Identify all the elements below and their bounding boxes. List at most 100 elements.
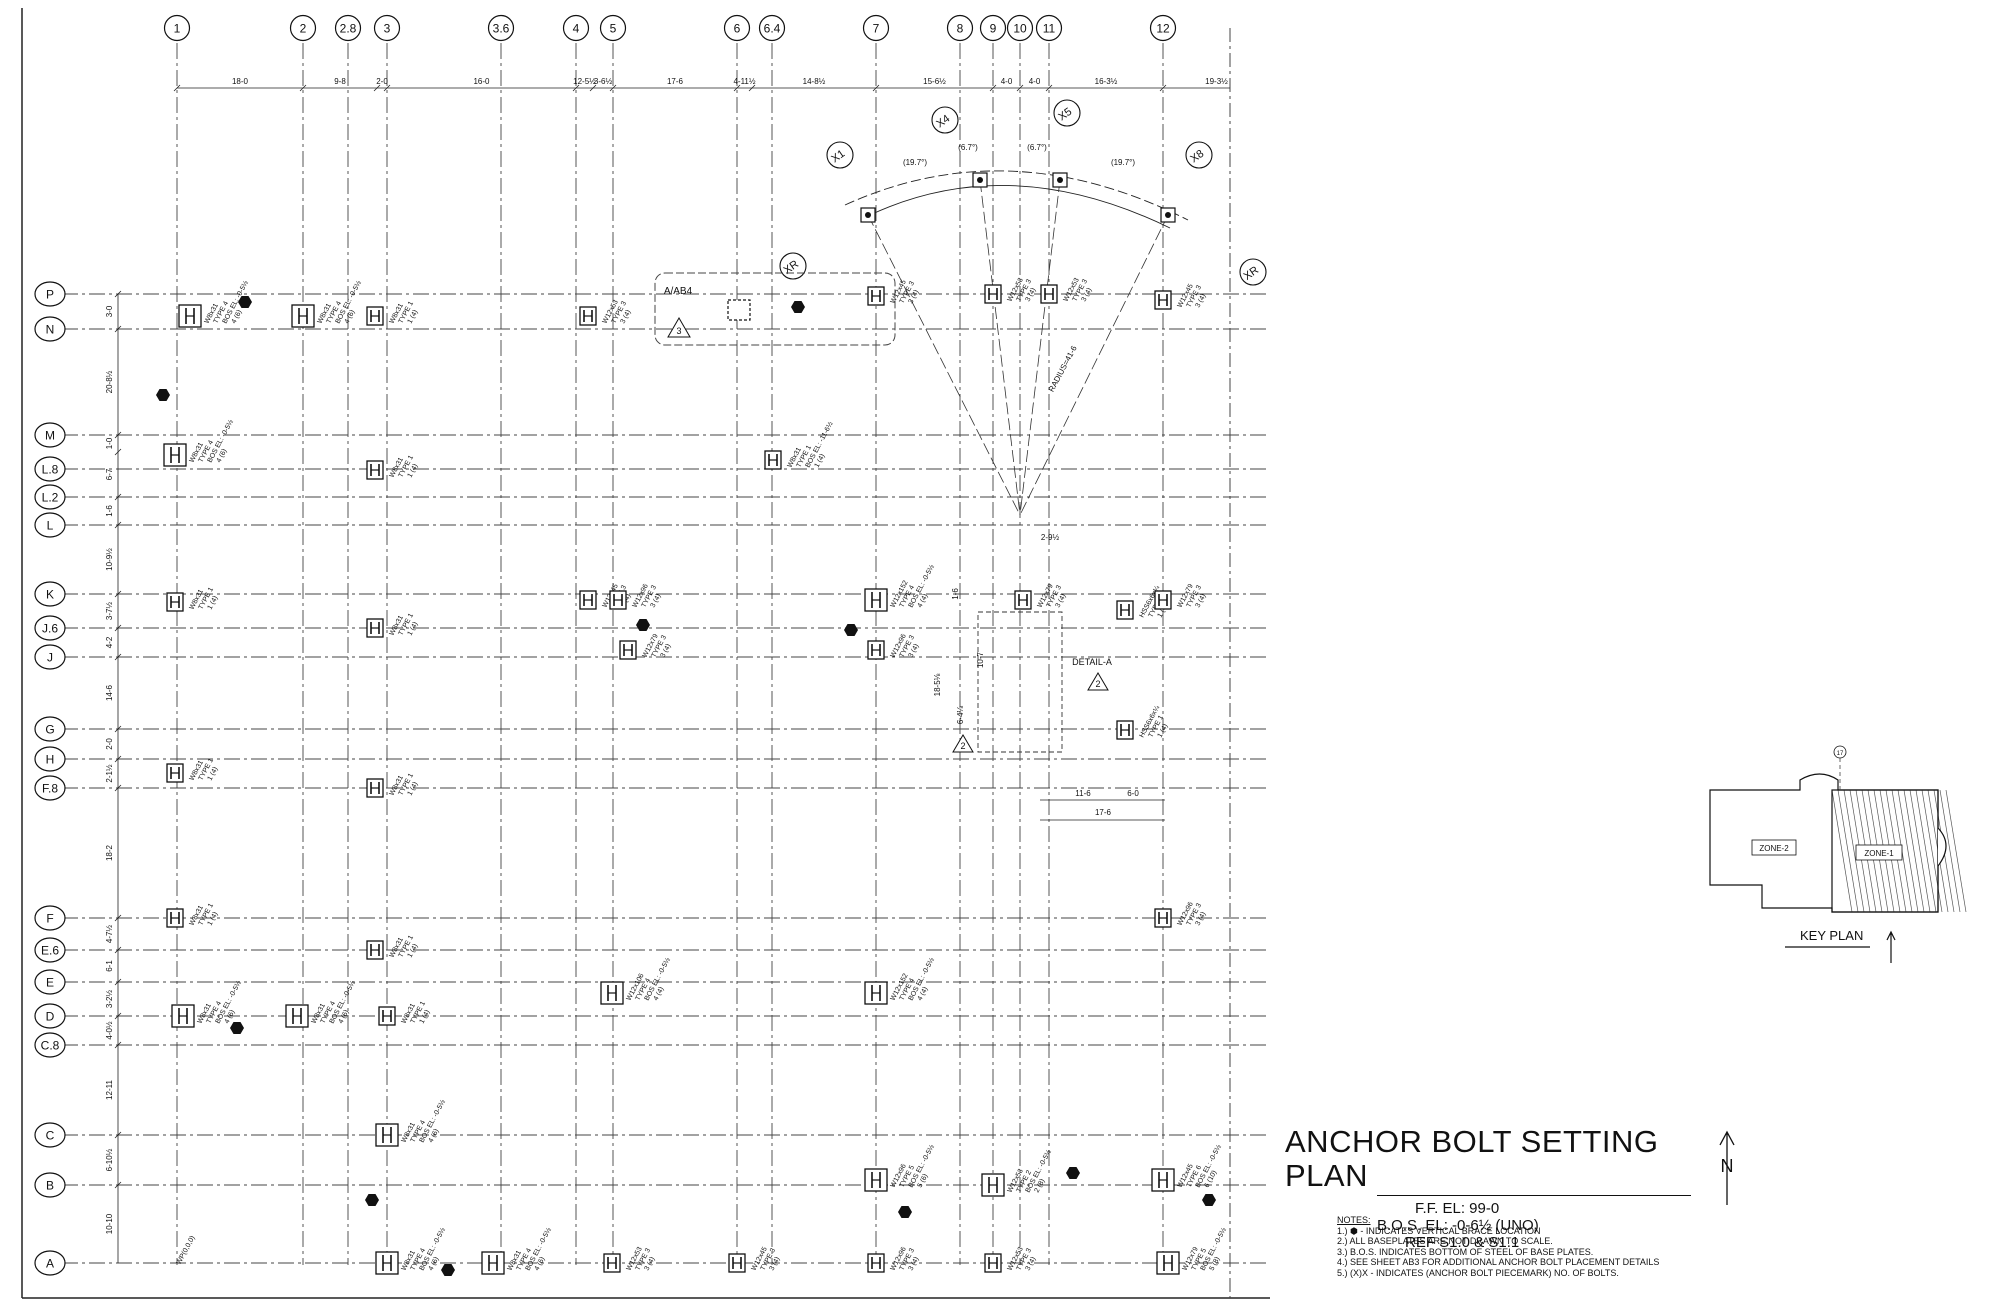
detail-dim: 18-5⅛ [933, 673, 942, 696]
row-label: K [46, 588, 54, 602]
arc-dim-value: (19.7°) [903, 158, 927, 167]
detail-dim: 2-9½ [1041, 533, 1060, 542]
top-dim-value: 17-6 [667, 77, 684, 86]
left-dim-value: 3-0 [105, 305, 114, 317]
row-bubble [34, 969, 66, 995]
radial-line [979, 179, 1021, 516]
brace-hex-icon [636, 618, 650, 632]
row-label: F [46, 912, 53, 926]
row-bubble [34, 775, 66, 801]
dim-tick [114, 784, 122, 792]
column-label: 7 [873, 22, 880, 36]
column-label: 6 [734, 22, 741, 36]
title-underline [1377, 1195, 1691, 1197]
top-dim-value: 2-0 [376, 77, 388, 86]
drawing-title: ANCHOR BOLT SETTING PLAN [1285, 1124, 1659, 1194]
row-bubble [34, 1172, 66, 1198]
hatch-line [1903, 789, 1925, 913]
row-bubble [34, 422, 66, 448]
hatch-line [1831, 789, 1853, 913]
column-bubble [373, 14, 401, 42]
detail-a-boundary [977, 611, 1063, 753]
rev-triangle [952, 734, 974, 753]
row-bubble [34, 1032, 66, 1058]
callout-triangle [667, 317, 691, 338]
column-label: 4 [573, 22, 580, 36]
hatch-line [1915, 789, 1937, 913]
brace-hex-icon [898, 1205, 912, 1219]
callout-box-label: A/AB4 [664, 286, 693, 297]
left-dim-value: 6-1 [105, 960, 114, 972]
note-2: 2.) ALL BASEPLATES ARE NOT DRAWN TO SCAL… [1337, 1236, 1553, 1246]
row-bubble [34, 456, 66, 482]
note-1: 1.) ⬢ - INDICATES VERTICAL BRACE LOCATIO… [1337, 1225, 1541, 1236]
left-dim-value: 6-7 [105, 468, 114, 480]
row-bubble [34, 615, 66, 641]
brace-hex-icon [365, 1193, 379, 1207]
key-plan-ref: 17 [1837, 751, 1844, 757]
row-bubble [34, 905, 66, 931]
top-dim-value: 14-8½ [803, 77, 826, 86]
arc-point-bubble [1185, 141, 1213, 169]
callout-number: 3 [676, 326, 681, 336]
dim-tick [114, 946, 122, 954]
row-label: P [46, 288, 54, 302]
column-bubble [599, 14, 627, 42]
bos-elevation: B.O.S. EL: -0-6½ (UNO) [1377, 1217, 1539, 1235]
hatch-line [1843, 789, 1865, 913]
dim-tick [114, 590, 122, 598]
detail-dim: 10-7 [976, 651, 985, 668]
row-label: J [47, 651, 53, 665]
dim-tick [114, 624, 122, 632]
row-label: F.8 [42, 782, 58, 796]
hatch-line [1939, 789, 1961, 913]
left-dim-value: 14-6 [105, 684, 114, 701]
detail-plate [727, 299, 751, 321]
top-dim-value: 18-0 [232, 77, 249, 86]
dim-tick [1016, 84, 1024, 92]
hatch-line [1921, 789, 1943, 913]
bolt [865, 212, 871, 218]
hatch-line [1837, 789, 1859, 913]
left-dim-value: 10-10 [105, 1213, 114, 1234]
top-dim-value: 19-3½ [1205, 77, 1228, 86]
column-bubble [1006, 14, 1034, 42]
dim-tick [114, 1012, 122, 1020]
column-label: 12 [1156, 22, 1170, 36]
column-label: 10 [1013, 22, 1027, 36]
top-dim-value: 9-8 [334, 77, 346, 86]
arc-dim-value: (6.7°) [1027, 143, 1047, 152]
dim-tick [1159, 84, 1167, 92]
column-bubble [1035, 14, 1063, 42]
dim-tick [114, 978, 122, 986]
column-label: 11 [1043, 22, 1056, 36]
row-label: E.6 [41, 944, 59, 958]
arc-point-bubble [1239, 258, 1267, 286]
zone-2-label: ZONE-2 [1759, 844, 1789, 853]
radial-line [1019, 179, 1061, 516]
key-plan-label: KEY PLAN [1800, 928, 1864, 943]
key-plan-bump [1937, 827, 1947, 867]
left-dim-value: 3-7½ [105, 602, 114, 621]
north-arrow-icon [1719, 1130, 1735, 1205]
zone-2-box [1751, 839, 1797, 856]
left-dim-value: 3-2½ [105, 990, 114, 1009]
row-bubble [34, 1250, 66, 1276]
rev-triangle [1087, 672, 1109, 691]
note-4: 4.) SEE SHEET AB3 FOR ADDITIONAL ANCHOR … [1337, 1257, 1660, 1267]
dim-tick [989, 84, 997, 92]
column-label: 3 [384, 22, 391, 36]
detail-dim: 17-6 [1095, 808, 1112, 817]
hatch-line [1897, 789, 1919, 913]
row-label: C.8 [41, 1039, 60, 1053]
top-dim-value: 4-11½ [733, 77, 755, 86]
column-bubble [562, 14, 590, 42]
left-dim-value: 18-2 [105, 844, 114, 861]
arc-dim-value: (19.7°) [1111, 158, 1135, 167]
dim-tick [114, 1181, 122, 1189]
row-bubble [34, 1122, 66, 1148]
key-plan-north-icon [1886, 930, 1896, 963]
column-label: 5 [610, 22, 617, 36]
